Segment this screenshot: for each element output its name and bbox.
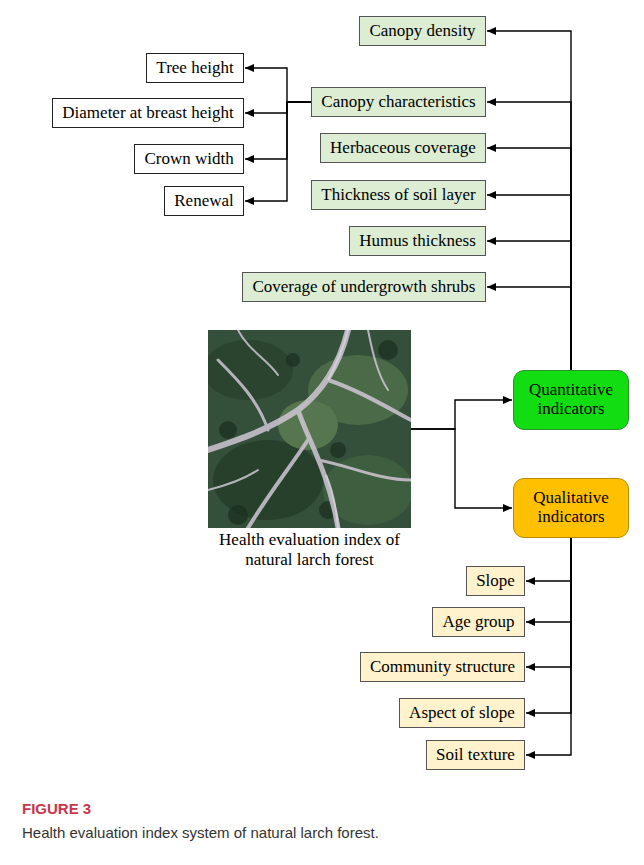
node-label: Slope xyxy=(476,571,515,591)
node-label: Renewal xyxy=(174,191,233,211)
connector-arrow xyxy=(526,538,571,622)
index-box: Thickness of soil layer xyxy=(311,180,486,210)
connector-arrow xyxy=(245,102,311,159)
node-label: Diameter at breast height xyxy=(62,103,233,123)
figure-number: FIGURE 3 xyxy=(22,800,91,817)
node-label: Aspect of slope xyxy=(409,703,515,723)
connector-arrow xyxy=(526,538,571,755)
index-box: Canopy characteristics xyxy=(311,87,486,117)
connector-arrow xyxy=(487,31,571,370)
node-label: Crown width xyxy=(144,149,233,169)
node-label: Soil texture xyxy=(436,745,515,765)
node-label: Health evaluation index of natural larch… xyxy=(196,530,423,569)
index-box: Renewal xyxy=(164,186,244,216)
index-box: Soil texture xyxy=(426,740,525,770)
figure-caption: Health evaluation index system of natura… xyxy=(22,824,622,841)
index-box: Slope xyxy=(466,566,525,596)
node-label: Age group xyxy=(442,612,514,632)
node-label: Tree height xyxy=(156,58,233,78)
connector-arrow xyxy=(411,400,512,429)
connector-arrow xyxy=(487,148,571,370)
indicator-box: Quantitative indicators xyxy=(513,370,629,430)
node-label: Coverage of undergrowth shrubs xyxy=(252,277,475,297)
index-box: Community structure xyxy=(360,652,525,682)
connector-arrow xyxy=(245,102,311,113)
connector-arrow xyxy=(411,429,512,508)
connector-arrow xyxy=(245,68,311,102)
node-label: Community structure xyxy=(370,657,515,677)
node-label: Qualitative indicators xyxy=(520,489,622,526)
connector-arrow xyxy=(245,102,311,201)
index-box: Herbaceous coverage xyxy=(320,133,486,163)
index-box: Diameter at breast height xyxy=(52,98,244,128)
node-label: Canopy density xyxy=(369,21,475,41)
connector-arrow xyxy=(487,287,571,370)
index-box: Age group xyxy=(432,607,525,637)
index-box: Canopy density xyxy=(359,16,486,46)
index-box: Coverage of undergrowth shrubs xyxy=(242,272,486,302)
image-node: Health evaluation index of natural larch… xyxy=(196,330,423,569)
index-box: Crown width xyxy=(134,144,244,174)
connector-arrow xyxy=(487,241,571,370)
connector-arrow xyxy=(526,538,571,667)
connector-arrow xyxy=(487,102,571,370)
connector-arrow xyxy=(526,538,571,713)
satellite-image xyxy=(208,330,411,528)
index-box: Humus thickness xyxy=(349,226,486,256)
node-label: Canopy characteristics xyxy=(321,92,475,112)
index-box: Aspect of slope xyxy=(399,698,525,728)
node-label: Humus thickness xyxy=(359,231,476,251)
connector-arrow xyxy=(487,195,571,370)
index-box: Tree height xyxy=(146,53,244,83)
connector-arrow xyxy=(526,538,571,581)
node-label: Quantitative indicators xyxy=(520,381,622,418)
indicator-box: Qualitative indicators xyxy=(513,478,629,538)
node-label: Thickness of soil layer xyxy=(321,185,475,205)
node-label: Herbaceous coverage xyxy=(330,138,476,158)
